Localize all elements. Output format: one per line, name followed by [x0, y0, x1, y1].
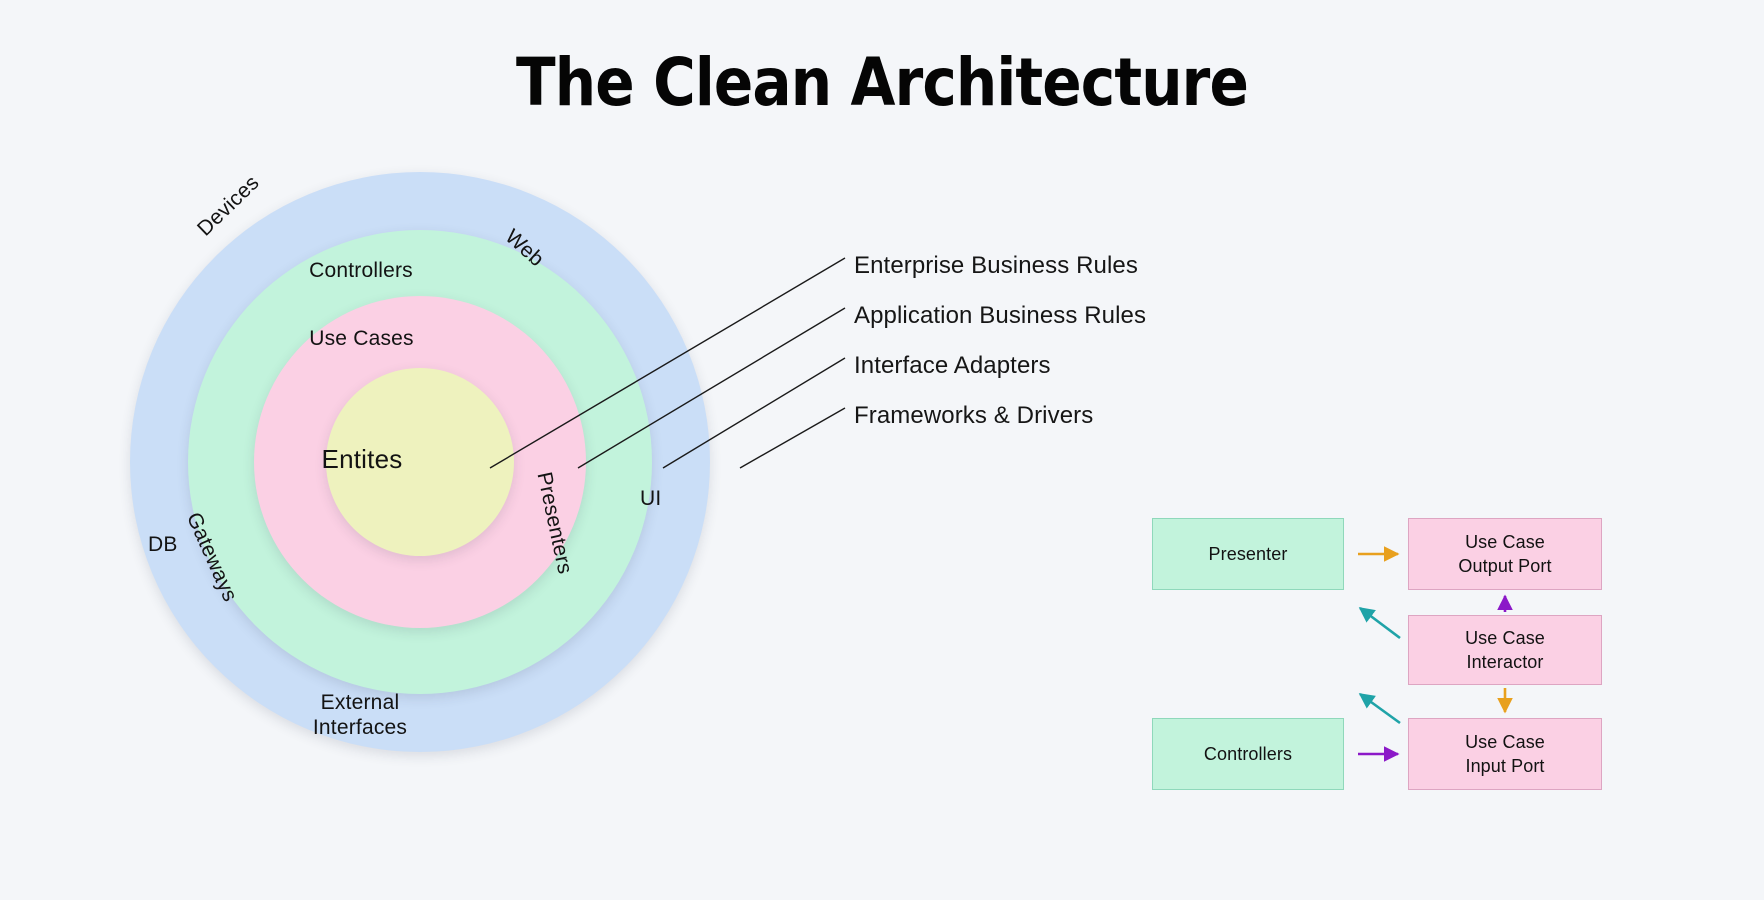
callout-frameworks-and-drivers: Frameworks & Drivers	[854, 402, 1094, 429]
ring-label-ui: UI	[640, 487, 662, 510]
ring-label-entities: Entites	[321, 444, 403, 474]
ring-label-controllers: Controllers	[309, 259, 413, 282]
arrow-input-port-to-interactor	[1358, 692, 1401, 725]
flow-node-presenter: Presenter	[1152, 518, 1344, 590]
page-title: The Clean Architecture	[516, 44, 1249, 121]
flow-node-controllers: Controllers	[1152, 718, 1344, 790]
ring-label-db: DB	[148, 533, 178, 556]
ring-enterprise-business-rules	[326, 368, 514, 556]
callout-enterprise-business-rules: Enterprise Business Rules	[854, 252, 1138, 279]
callout-application-business-rules: Application Business Rules	[854, 302, 1147, 329]
callout-interface-adapters: Interface Adapters	[854, 352, 1051, 379]
leader-line-frameworks-and-drivers	[739, 407, 846, 469]
ring-label-use-cases: Use Cases	[309, 327, 414, 350]
arrow-interactor-to-presenter	[1358, 606, 1401, 640]
